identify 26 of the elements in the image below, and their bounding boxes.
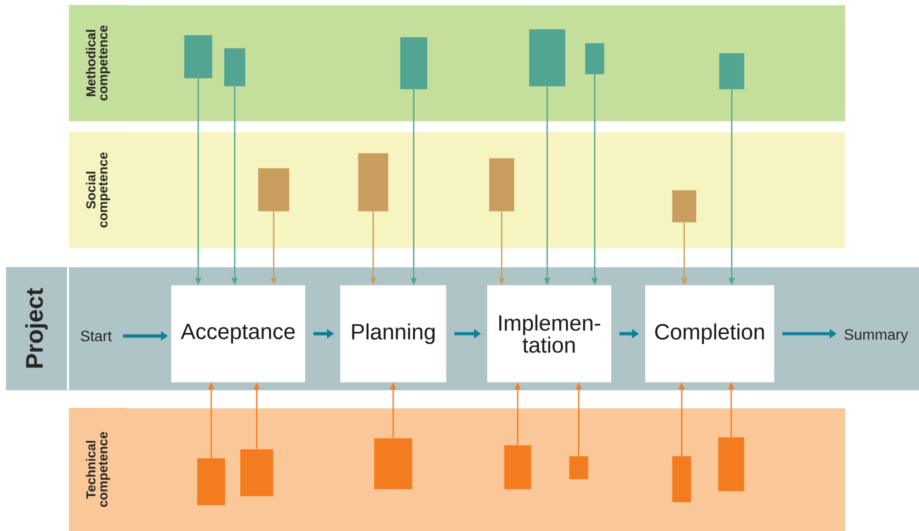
bar bbox=[672, 456, 692, 502]
bar bbox=[585, 43, 604, 74]
bar bbox=[358, 153, 388, 212]
process-box: Completion bbox=[645, 285, 774, 382]
step-label: Start bbox=[80, 330, 112, 342]
bar bbox=[197, 458, 226, 506]
bar bbox=[224, 48, 246, 86]
bar bbox=[489, 158, 514, 212]
bar bbox=[400, 37, 428, 90]
bar bbox=[719, 53, 744, 90]
process-box: Acceptance bbox=[171, 285, 306, 382]
band: Social competence bbox=[69, 132, 846, 248]
process-box: Implemen- tation bbox=[487, 285, 612, 382]
bar bbox=[374, 438, 412, 490]
bar bbox=[718, 437, 744, 492]
bar bbox=[184, 35, 212, 78]
bar bbox=[529, 29, 566, 86]
bar bbox=[504, 445, 532, 490]
process-box: Planning bbox=[340, 285, 446, 382]
bar bbox=[258, 168, 290, 212]
bar bbox=[569, 456, 588, 480]
bar bbox=[672, 190, 696, 222]
band: Methodical competence bbox=[69, 5, 846, 122]
step-label: Summary bbox=[844, 329, 908, 343]
bar bbox=[240, 449, 274, 496]
band: Technical competence bbox=[69, 408, 846, 531]
